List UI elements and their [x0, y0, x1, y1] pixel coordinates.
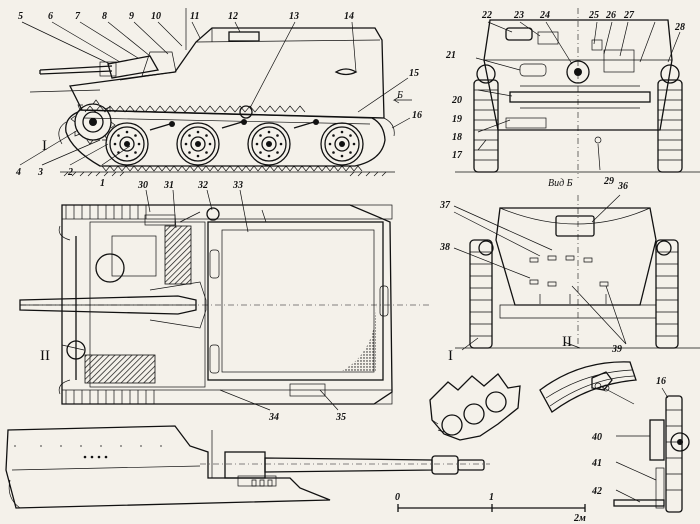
view-b-caption: Вид Б	[548, 178, 573, 189]
callout-42: 42	[591, 486, 602, 497]
callout-27: 27	[623, 10, 635, 21]
callout-35: 35	[335, 412, 346, 423]
callout-39: 39	[611, 344, 622, 355]
scale-bar	[397, 504, 586, 512]
callout-37: 37	[439, 200, 451, 211]
detail-track-link	[539, 361, 637, 413]
callout-29: 29	[603, 176, 614, 187]
callout-32: 32	[197, 180, 208, 191]
callout-18: 18	[452, 132, 462, 143]
callout-19: 19	[452, 114, 462, 125]
callout-34: 34	[268, 412, 279, 423]
callout-26: 26	[605, 10, 616, 21]
callout-24: 24	[539, 10, 550, 21]
callout-16-detail: 16	[656, 376, 666, 387]
callout-40: 40	[591, 432, 602, 443]
callout-12: 12	[228, 11, 238, 22]
callout-2: 2	[67, 167, 73, 178]
callout-17: 17	[452, 150, 463, 161]
detail-idler-tensioner	[613, 387, 690, 513]
callout-23: 23	[513, 10, 524, 21]
section-mark-I-rear: I	[448, 348, 453, 364]
section-mark-I-side: I	[42, 138, 47, 154]
view-arrow-b: Б	[396, 90, 403, 101]
side-track	[65, 109, 386, 167]
side-view	[19, 8, 411, 177]
side-hull	[69, 27, 385, 119]
callout-36: 36	[617, 181, 628, 192]
scale-label-0: 0	[395, 492, 400, 503]
section-side-view	[5, 425, 490, 509]
ammo-rack-top	[164, 225, 192, 285]
callout-41: 41	[591, 458, 602, 469]
scale-label-2m: 2м	[573, 513, 586, 524]
callout-8: 8	[102, 11, 107, 22]
callout-6: 6	[48, 11, 53, 22]
scale-label-1: 1	[489, 492, 494, 503]
ammo-rack-bottom	[84, 354, 156, 384]
callout-5: 5	[18, 11, 23, 22]
engine-deck	[207, 221, 384, 381]
callout-21: 21	[445, 50, 456, 61]
callout-3: 3	[37, 167, 43, 178]
front-view	[455, 8, 700, 178]
callout-11: 11	[190, 11, 199, 22]
callout-22: 22	[481, 10, 492, 21]
top-view	[19, 189, 430, 411]
callout-7: 7	[75, 11, 81, 22]
callout-15: 15	[409, 68, 419, 79]
gun-mantlet-front	[566, 60, 590, 84]
callout-33: 33	[232, 180, 243, 191]
hatch-ring-top	[95, 253, 125, 283]
callout-16-side: 16	[412, 110, 422, 121]
callout-20: 20	[451, 95, 462, 106]
callout-31: 31	[163, 180, 174, 191]
roof-hatch	[228, 31, 260, 42]
rear-view	[453, 194, 700, 351]
callout-4: 4	[15, 167, 21, 178]
callout-9: 9	[129, 11, 134, 22]
callout-30: 30	[137, 180, 148, 191]
callout-25: 25	[588, 10, 599, 21]
callout-14: 14	[344, 11, 354, 22]
callout-13: 13	[289, 11, 299, 22]
callout-1: 1	[100, 178, 105, 189]
callout-28: 28	[674, 22, 685, 33]
callout-10: 10	[151, 11, 161, 22]
section-mark-II-rear: II	[562, 334, 572, 350]
section-mark-II-top: II	[40, 348, 50, 364]
callout-38: 38	[439, 242, 450, 253]
rear-hatch	[555, 215, 595, 237]
detail-sprocket-segment	[429, 373, 521, 441]
